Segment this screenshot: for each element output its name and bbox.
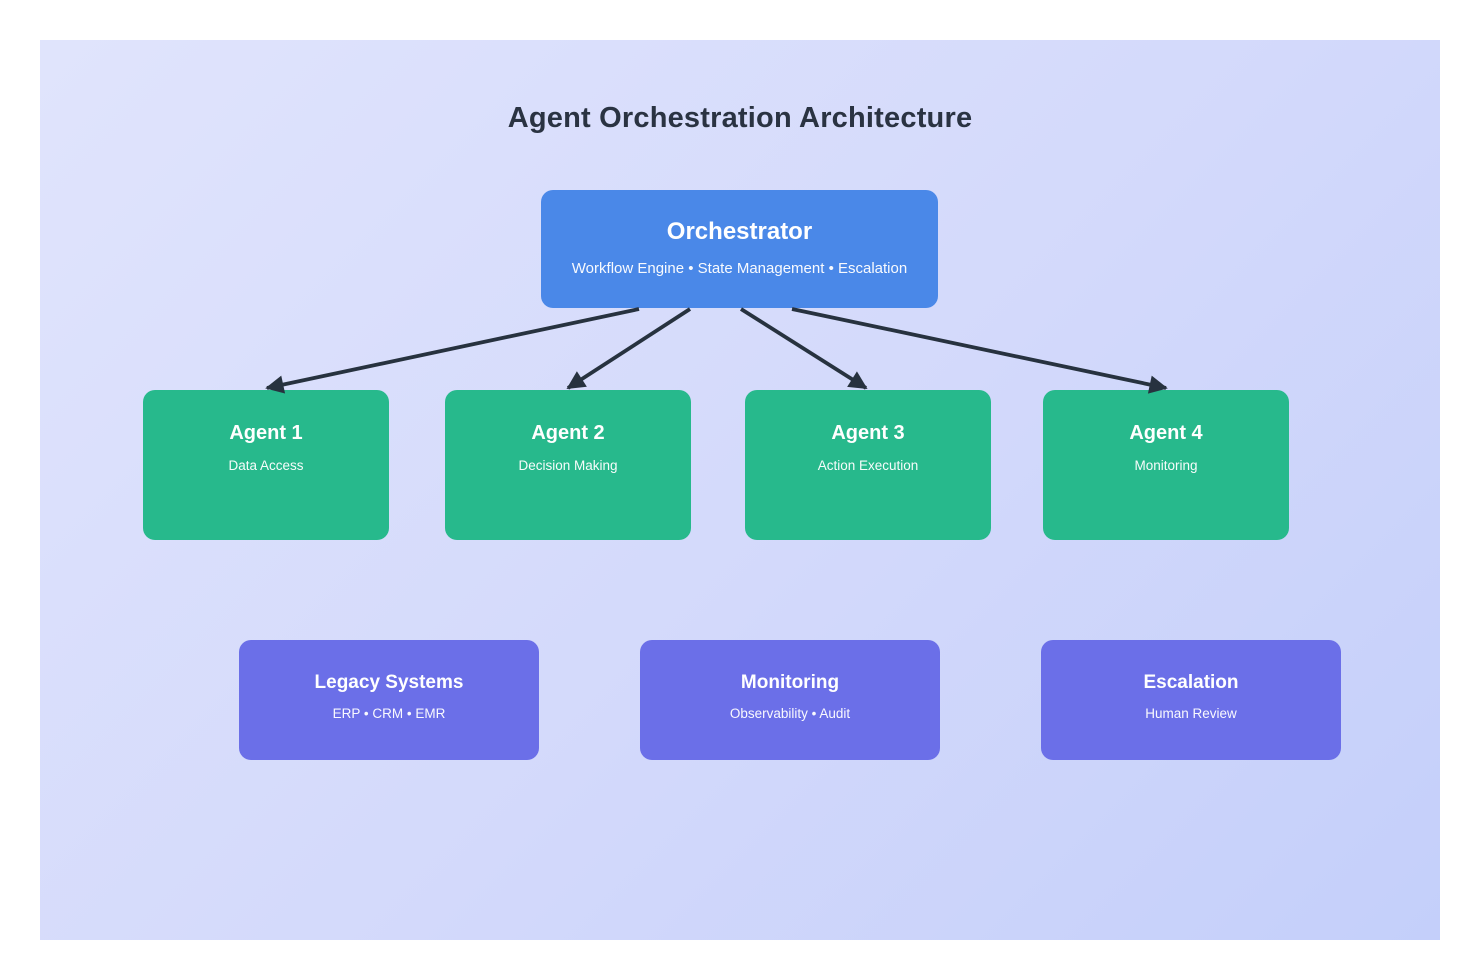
diagram-title: Agent Orchestration Architecture <box>507 102 973 134</box>
monitoring-subtitle: Observability • Audit <box>729 706 851 721</box>
agent-4-subtitle: Monitoring <box>1134 458 1198 473</box>
legacy-systems-node: Legacy Systems ERP • CRM • EMR <box>239 640 539 760</box>
agent-2-node: Agent 2 Decision Making <box>445 390 691 540</box>
escalation-node: Escalation Human Review <box>1041 640 1341 760</box>
agent-3-subtitle: Action Execution <box>817 458 919 473</box>
agent-1-title: Agent 1 <box>229 422 303 444</box>
orchestrator-title: Orchestrator <box>666 218 813 245</box>
agent-2-title: Agent 2 <box>531 422 605 444</box>
escalation-subtitle: Human Review <box>1145 706 1237 721</box>
agent-1-node: Agent 1 Data Access <box>143 390 389 540</box>
agent-2-subtitle: Decision Making <box>518 458 618 473</box>
agent-4-title: Agent 4 <box>1129 422 1203 444</box>
agent-1-subtitle: Data Access <box>228 458 304 473</box>
agent-4-node: Agent 4 Monitoring <box>1043 390 1289 540</box>
agent-3-title: Agent 3 <box>831 422 905 444</box>
monitoring-title: Monitoring <box>740 672 840 693</box>
escalation-title: Escalation <box>1143 672 1239 693</box>
agent-3-node: Agent 3 Action Execution <box>745 390 991 540</box>
legacy-systems-title: Legacy Systems <box>314 672 464 693</box>
orchestrator-subtitle: Workflow Engine • State Management • Esc… <box>571 260 908 277</box>
legacy-systems-subtitle: ERP • CRM • EMR <box>332 706 446 721</box>
monitoring-node: Monitoring Observability • Audit <box>640 640 940 760</box>
orchestrator-node: Orchestrator Workflow Engine • State Man… <box>541 190 938 308</box>
